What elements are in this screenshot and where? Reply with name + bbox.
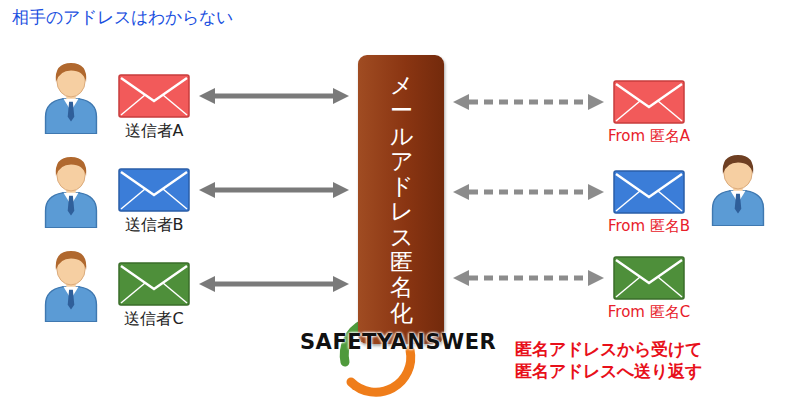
envelope-label: From 匿名C <box>608 303 690 321</box>
envelope-icon <box>118 168 190 212</box>
solid-arrow <box>215 188 333 193</box>
solid-arrow <box>215 94 333 99</box>
envelope-icon <box>613 170 685 214</box>
envelope-icon <box>118 262 190 306</box>
logo-text: SAFETYANSWER <box>300 329 496 356</box>
receiver-person <box>713 155 764 226</box>
dashed-arrow <box>469 190 588 195</box>
envelope-label: 送信者B <box>125 215 184 234</box>
sender-envelope: 送信者A <box>118 74 190 140</box>
dashed-arrow <box>469 276 588 281</box>
sender-person <box>46 157 97 228</box>
sender-person <box>46 63 97 134</box>
sender-person <box>46 251 97 322</box>
envelope-icon <box>613 256 685 300</box>
envelope-label: From 匿名A <box>608 127 690 145</box>
envelope-label: From 匿名B <box>608 217 690 235</box>
envelope-icon <box>613 80 685 124</box>
anonymous-envelope: From 匿名B <box>608 170 690 235</box>
solid-arrow <box>215 282 333 287</box>
envelope-label: 送信者A <box>125 121 184 140</box>
box-label: メールアドレス匿名化 <box>390 73 413 326</box>
sender-envelope: 送信者C <box>118 262 190 328</box>
envelope-icon <box>118 74 190 118</box>
sender-envelope: 送信者B <box>118 168 190 234</box>
anonymous-envelope: From 匿名C <box>608 256 690 321</box>
envelope-label: 送信者C <box>124 309 183 328</box>
note-text: 匿名アドレスから受けて 匿名アドレスへ送り返す <box>515 338 730 382</box>
anonymizer-box: メールアドレス匿名化 <box>358 55 444 344</box>
anonymous-envelope: From 匿名A <box>608 80 690 145</box>
title: 相手のアドレスはわからない <box>12 6 233 29</box>
dashed-arrow <box>469 100 588 105</box>
